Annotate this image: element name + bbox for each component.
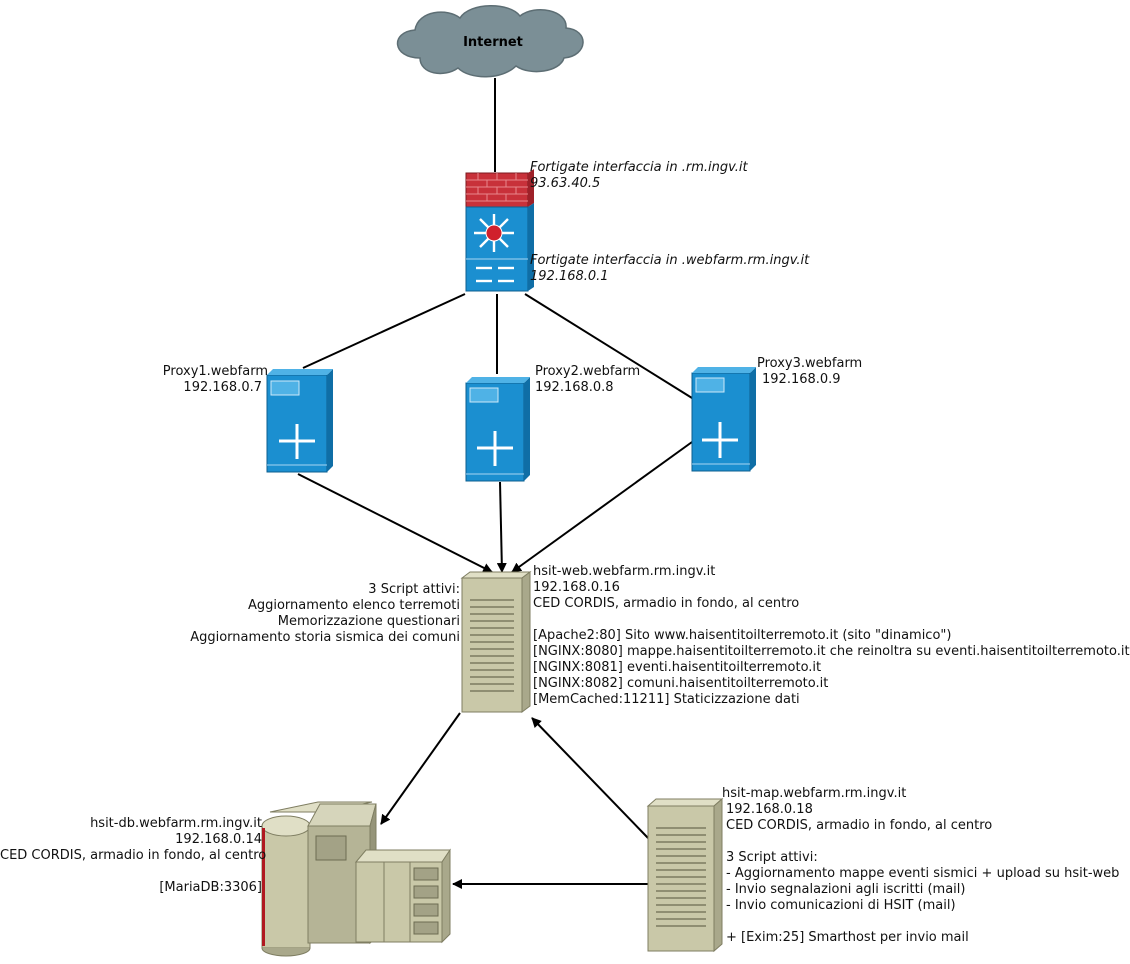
web-script-item: Memorizzazione questionari: [277, 614, 460, 629]
db-host: hsit-db.webfarm.rm.ingv.it: [90, 816, 262, 831]
map-script-item: - Aggiornamento mappe eventi sismici + u…: [726, 866, 1120, 881]
proxy2-name: Proxy2.webfarm: [535, 364, 641, 379]
firewall-external-label: Fortigate interfaccia in .rm.ingv.it: [530, 160, 748, 175]
arrow-proxy2-web: [496, 481, 507, 573]
proxy2-device-icon: [465, 377, 530, 482]
db-ip: 192.168.0.14: [175, 832, 262, 847]
map-location: CED CORDIS, armadio in fondo, al centro: [726, 818, 993, 833]
web-script-item: Aggiornamento elenco terremoti: [247, 598, 460, 613]
web-location: CED CORDIS, armadio in fondo, al centro: [533, 596, 800, 611]
arrow-map-web: [531, 717, 649, 839]
firewall-internal-ip: 192.168.0.1: [530, 269, 609, 284]
arrow-proxy3-web: [511, 441, 693, 573]
firewall-icon: [465, 169, 534, 292]
arrow-web-db: [380, 712, 461, 825]
web-service: [NGINX:8081] eventi.haisentitoilterremot…: [533, 660, 822, 675]
map-ip: 192.168.0.18: [726, 802, 813, 817]
cloud-icon: Internet: [396, 5, 584, 78]
internet-label: Internet: [463, 35, 523, 50]
proxy1-device-icon: [266, 369, 333, 473]
arrows: [297, 441, 693, 889]
proxy2-ip: 192.168.0.8: [535, 380, 614, 395]
web-service: [NGINX:8080] mappe.haisentitoilterremoto…: [533, 644, 1130, 659]
proxy3-device-icon: [691, 367, 756, 472]
map-script-item: - Invio segnalazioni agli iscritti (mail…: [726, 882, 966, 897]
map-server-icon: [646, 797, 724, 953]
web-scripts-title: 3 Script attivi:: [368, 582, 460, 597]
web-script-item: Aggiornamento storia sismica dei comuni: [190, 630, 460, 645]
link-firewall-proxy1: [302, 293, 466, 369]
web-server-icon: [460, 571, 532, 713]
map-scripts-title: 3 Script attivi:: [726, 850, 818, 865]
arrow-proxy1-web: [297, 473, 493, 573]
proxy1-name: Proxy1.webfarm: [162, 364, 268, 379]
web-service: [NGINX:8082] comuni.haisentitoilterremot…: [533, 676, 829, 691]
link-firewall-proxy3: [524, 293, 693, 399]
map-script-item: - Invio comunicazioni di HSIT (mail): [726, 898, 956, 913]
map-host: hsit-map.webfarm.rm.ingv.it: [722, 786, 907, 801]
map-extra: + [Exim:25] Smarthost per invio mail: [726, 930, 969, 945]
web-service: [Apache2:80] Sito www.haisentitoilterrem…: [533, 628, 952, 643]
db-service: [MariaDB:3306]: [159, 880, 262, 895]
web-host: hsit-web.webfarm.rm.ingv.it: [533, 564, 716, 579]
database-server-icon: [261, 801, 451, 957]
proxy1-ip: 192.168.0.7: [183, 380, 262, 395]
firewall-internal-label: Fortigate interfaccia in .webfarm.rm.ing…: [530, 253, 810, 268]
db-location: CED CORDIS, armadio in fondo, al centro: [0, 848, 267, 863]
web-ip: 192.168.0.16: [533, 580, 620, 595]
proxy3-ip: 192.168.0.9: [762, 372, 841, 387]
proxy3-name: Proxy3.webfarm: [757, 356, 863, 371]
web-service: [MemCached:11211] Staticizzazione dati: [533, 692, 800, 707]
firewall-external-ip: 93.63.40.5: [530, 176, 601, 191]
connections: [302, 78, 693, 399]
